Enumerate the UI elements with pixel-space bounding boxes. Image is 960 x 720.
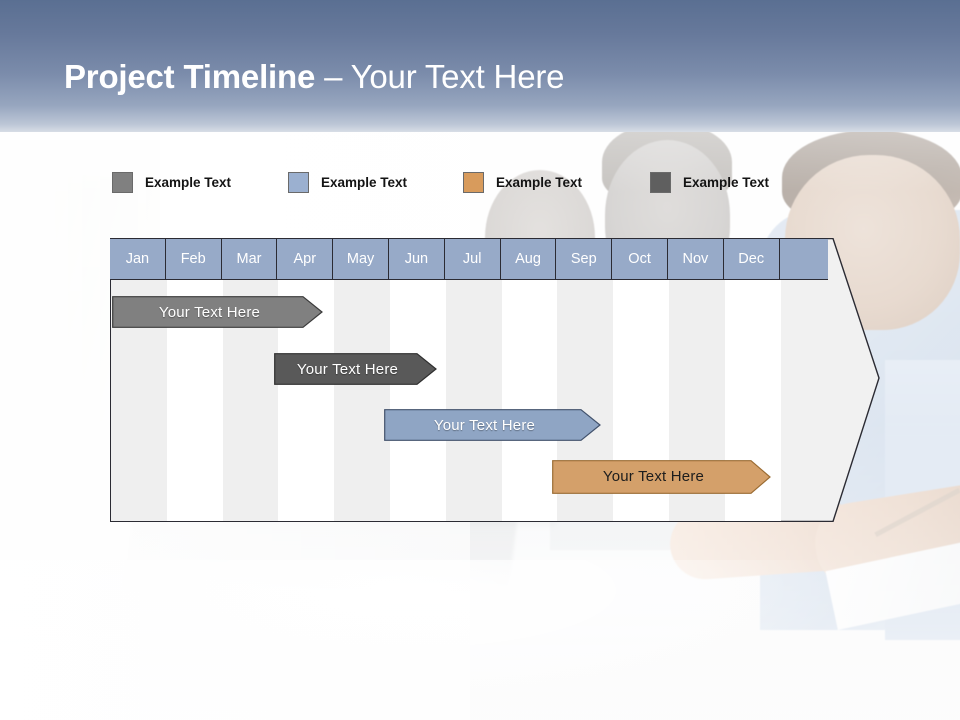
legend-item-1[interactable]: Example Text xyxy=(112,170,231,194)
task-bar-label: Your Text Here xyxy=(433,416,536,434)
grid-column-jul xyxy=(445,280,502,521)
page-title-strong: Project Timeline xyxy=(64,58,316,95)
month-cell-mar[interactable]: Mar xyxy=(221,238,278,280)
page-title: Project Timeline – Your Text Here xyxy=(64,58,564,96)
month-cell-oct[interactable]: Oct xyxy=(612,238,668,280)
legend-swatch-icon xyxy=(650,171,671,193)
month-cell-nov[interactable]: Nov xyxy=(668,238,724,280)
task-bar-label: Your Text Here xyxy=(158,303,261,321)
legend-swatch-icon xyxy=(463,171,484,193)
legend-swatch-icon xyxy=(112,171,133,193)
grid-column-aug xyxy=(501,280,558,521)
title-band xyxy=(0,0,960,132)
task-bar-label: Your Text Here xyxy=(602,467,705,485)
month-header-row: Jan Feb Mar Apr May Jun Jul Aug Sep Oct … xyxy=(110,238,882,280)
task-bar-3[interactable]: Your Text Here xyxy=(384,409,601,441)
legend-swatch-icon xyxy=(288,171,309,193)
legend-item-label: Example Text xyxy=(145,174,232,190)
desk-reflection xyxy=(120,560,840,710)
month-header-tail xyxy=(779,238,828,280)
grid-column-may xyxy=(334,280,390,521)
month-cell-sep[interactable]: Sep xyxy=(556,238,613,280)
legend-item-4[interactable]: Example Text xyxy=(650,170,769,194)
timeline-chart: Jan Feb Mar Apr May Jun Jul Aug Sep Oct … xyxy=(110,238,880,524)
task-bars: Your Text Here Your Text Here Your Text … xyxy=(110,280,882,522)
month-cell-feb[interactable]: Feb xyxy=(165,238,222,280)
task-bar-2[interactable]: Your Text Here xyxy=(274,353,437,385)
month-cell-dec[interactable]: Dec xyxy=(723,238,780,280)
month-cell-jul[interactable]: Jul xyxy=(444,238,501,280)
month-cell-jun[interactable]: Jun xyxy=(389,238,445,280)
task-bar-label: Your Text Here xyxy=(296,360,399,378)
month-cell-jan[interactable]: Jan xyxy=(110,238,166,280)
legend-item-2[interactable]: Example Text xyxy=(288,170,407,194)
month-cell-aug[interactable]: Aug xyxy=(500,238,557,280)
task-bar-4[interactable]: Your Text Here xyxy=(552,460,771,494)
legend-item-label: Example Text xyxy=(496,174,583,190)
grid-column-jun xyxy=(390,280,446,521)
legend-item-label: Example Text xyxy=(321,174,408,190)
month-cell-apr[interactable]: Apr xyxy=(277,238,334,280)
task-bar-1[interactable]: Your Text Here xyxy=(112,296,323,328)
legend: Example Text Example Text Example Text E… xyxy=(112,170,832,196)
legend-item-label: Example Text xyxy=(683,174,770,190)
legend-item-3[interactable]: Example Text xyxy=(463,170,582,194)
page-title-light: – Your Text Here xyxy=(315,58,565,95)
month-cell-may[interactable]: May xyxy=(333,238,389,280)
